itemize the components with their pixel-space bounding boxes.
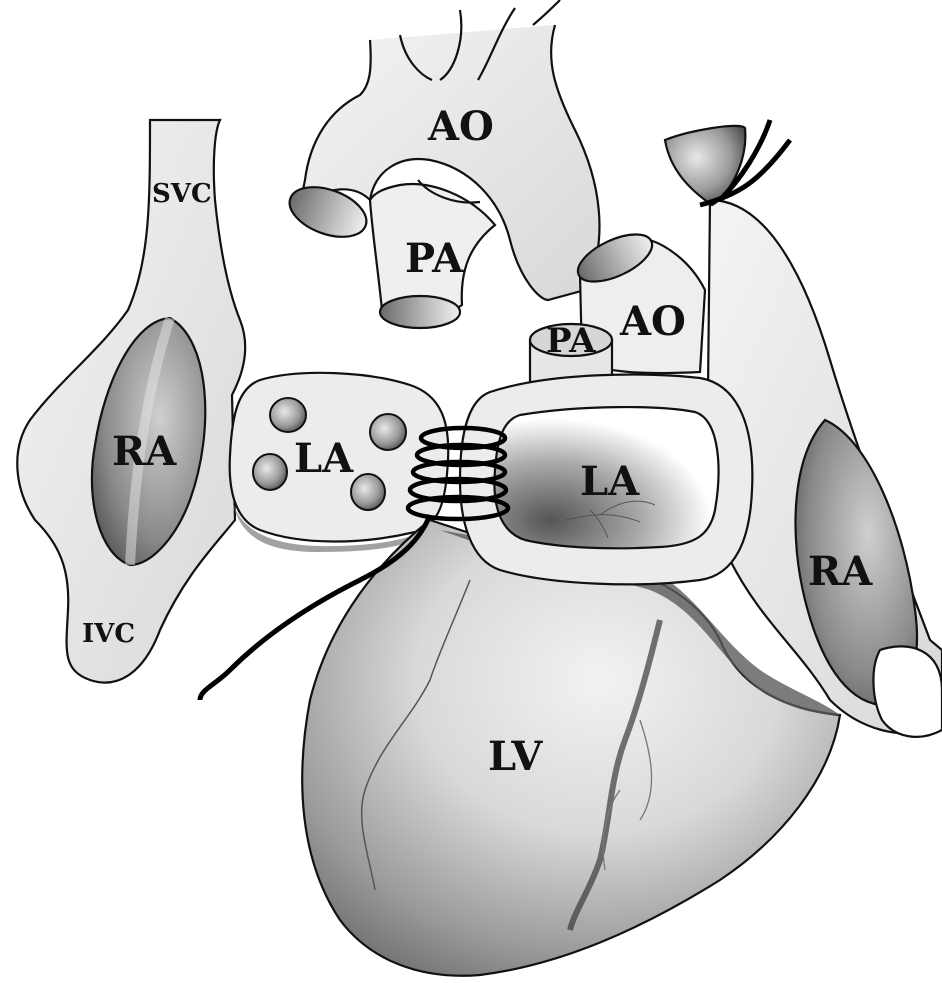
label-ao-top: AO [427,103,494,150]
label-la-right: LA [580,458,640,505]
label-ao-small: AO [619,298,686,345]
label-la-left: LA [294,435,354,482]
label-svc: SVC [152,179,212,209]
ra-right-foot [873,646,942,736]
label-pa-small: PA [546,321,596,361]
label-ivc: IVC [82,619,135,649]
label-lv: LV [488,733,543,780]
pulmonary-vein-hole [351,474,385,510]
pulmonary-vein-hole [253,454,287,490]
pulmonary-vein-hole [370,414,406,450]
pa-cut-end [380,296,460,328]
pulmonary-vein-hole [270,398,306,432]
label-ra-left: RA [112,428,177,475]
label-pa-top: PA [405,235,464,282]
label-ra-right: RA [808,548,873,595]
